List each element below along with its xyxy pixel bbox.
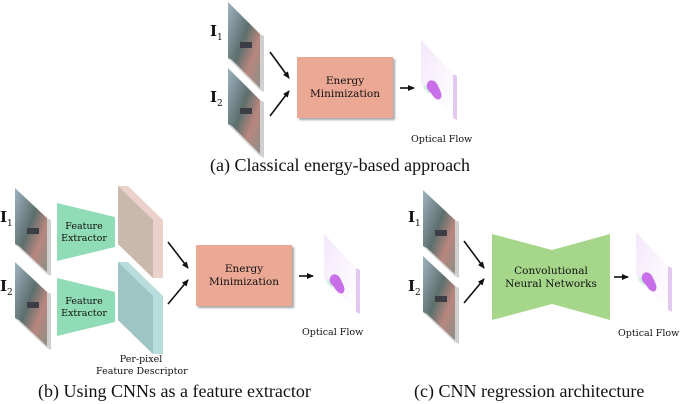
cnn-hourglass — [492, 234, 610, 320]
optical-flow-label: Optical Flow — [302, 327, 364, 338]
input-label-i2: I2 — [0, 277, 13, 298]
arrow-energy-to-flow — [299, 273, 314, 279]
caption-c: (c) CNN regression architecture — [414, 381, 645, 401]
optical-flow-output — [636, 232, 672, 312]
input-label-i1: I1 — [408, 208, 421, 229]
input-image-1 — [15, 188, 51, 276]
feature-descriptor-2 — [118, 262, 163, 354]
optical-flow-label: Optical Flow — [411, 134, 473, 145]
energy-box-line2: Minimization — [310, 87, 380, 100]
arrow-i2-to-cnn — [463, 278, 485, 304]
caption-b: (b) Using CNNs as a feature extractor — [38, 381, 311, 401]
optical-flow-output — [421, 40, 457, 120]
optical-flow-output — [324, 234, 360, 314]
input-image-2 — [15, 262, 51, 350]
arrow-i1-to-cnn — [463, 240, 485, 269]
input-image-1 — [423, 190, 459, 278]
input-image-1 — [228, 2, 264, 92]
flow-blob — [426, 80, 442, 100]
arrow-i2-to-energy — [269, 90, 290, 117]
input-image-2 — [423, 256, 459, 344]
arrow-cnn-to-flow — [614, 274, 629, 280]
feature-extractor-2 — [57, 278, 115, 336]
input-label-i2: I2 — [210, 88, 223, 109]
input-label-i2: I2 — [408, 277, 421, 298]
optical-flow-label: Optical Flow — [618, 328, 680, 339]
input-image-2 — [228, 68, 264, 158]
arrow-desc2-to-energy — [167, 279, 189, 305]
input-label-i1: I1 — [210, 22, 223, 43]
arrow-i1-to-energy — [269, 51, 290, 79]
caption-a: (a) Classical energy-based approach — [210, 155, 471, 175]
energy-box-line1: Energy — [325, 74, 365, 87]
feature-extractor-1 — [57, 203, 115, 261]
input-label-i1: I1 — [0, 208, 13, 229]
arrow-energy-to-flow — [400, 85, 415, 91]
arrow-desc1-to-energy — [167, 241, 189, 269]
feature-descriptor-1 — [118, 186, 163, 278]
